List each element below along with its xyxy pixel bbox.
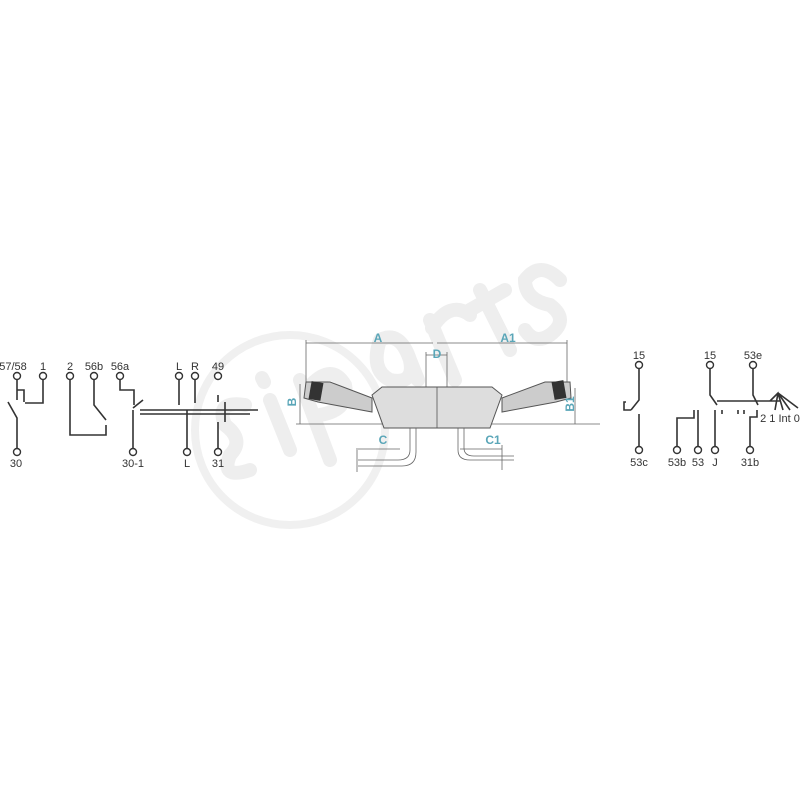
dimension-c-label: C <box>379 433 388 447</box>
terminal-label: 15 <box>633 350 645 362</box>
right-schematic: 15 53c 15 53e 53b 53 J 31b 2 1 Int 0 <box>623 350 800 469</box>
dimension-b1-label: B1 <box>563 396 577 412</box>
terminal-label: L <box>176 361 182 373</box>
terminal-label: R <box>191 361 199 373</box>
terminal-label: 53 <box>692 457 704 469</box>
dimension-c1-label: C1 <box>485 433 501 447</box>
dimension-d-label: D <box>433 347 442 361</box>
terminal-label: 53b <box>668 457 686 469</box>
dimension-b-label: B <box>285 397 299 406</box>
terminal-label: 30 <box>10 458 22 470</box>
terminal-label: 56a <box>111 361 130 373</box>
terminal-label: 1 <box>40 361 46 373</box>
terminal-label: 53c <box>630 457 648 469</box>
dimension-a-label: A <box>374 331 383 345</box>
terminal-label: 2 <box>67 361 73 373</box>
terminal-label: 15 <box>704 350 716 362</box>
terminal-label: 30-1 <box>122 458 144 470</box>
terminal-label: 53e <box>744 350 762 362</box>
terminal-circles <box>12 371 223 457</box>
dimension-a1-label: A1 <box>500 331 516 345</box>
terminal-label: 56b <box>85 361 103 373</box>
terminal-label: 49 <box>212 361 224 373</box>
product-drawing: A A1 D B B1 C C1 <box>285 331 600 472</box>
terminal-label: J <box>712 457 718 469</box>
terminal-label: 31 <box>212 458 224 470</box>
left-schematic: 57/58 1 2 56b 56a L R 49 30 30-1 L 31 <box>0 361 258 470</box>
terminal-label: 31b <box>741 457 759 469</box>
position-labels: 2 1 Int 0 <box>760 413 800 425</box>
terminal-label: 57/58 <box>0 361 27 373</box>
terminal-label: L <box>184 458 190 470</box>
